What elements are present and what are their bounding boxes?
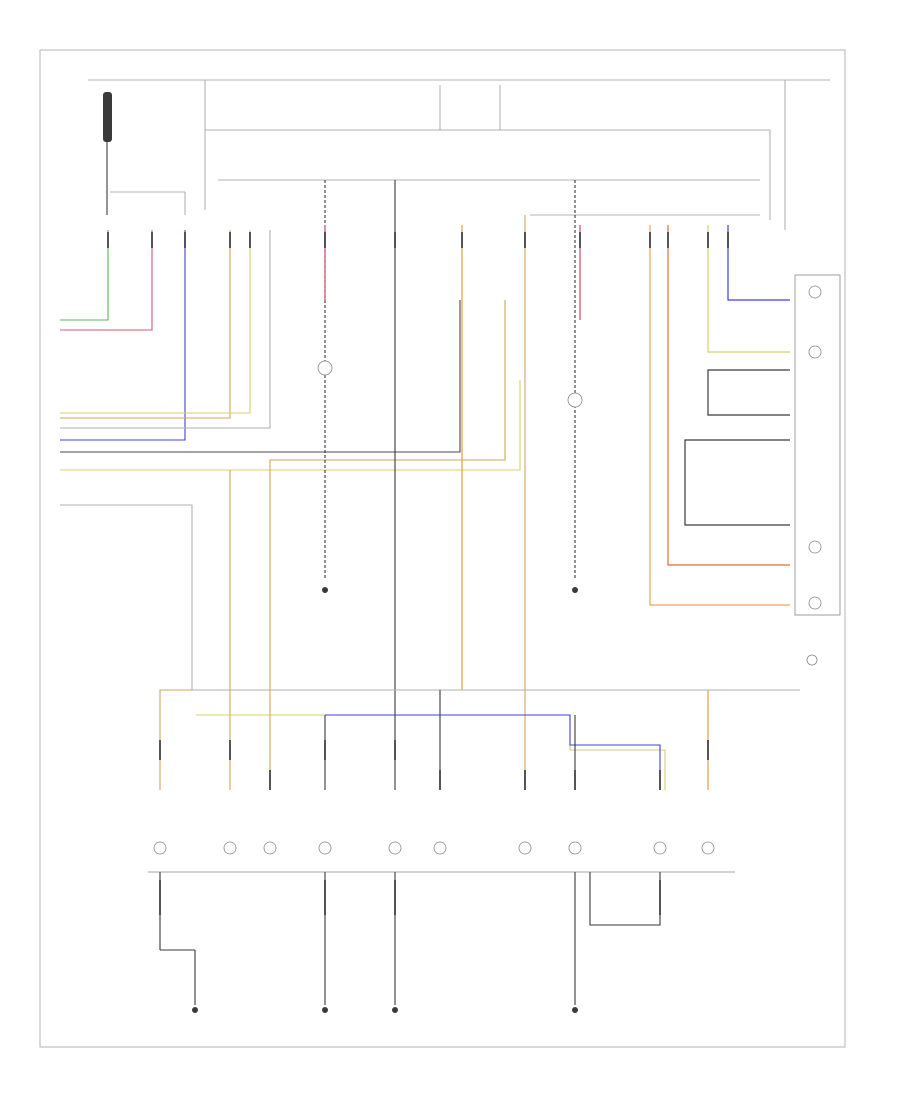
black-loop-b xyxy=(684,439,790,526)
ground-symbol-icon xyxy=(192,1007,198,1013)
top-bus xyxy=(88,79,830,230)
ground-symbol-icon xyxy=(572,587,578,593)
connector-ticks xyxy=(107,232,729,915)
yellow-wire-lower xyxy=(196,714,666,790)
ground-symbol-icon xyxy=(322,1007,328,1013)
ignition-switch xyxy=(103,92,112,215)
tan-wire-lower xyxy=(159,689,192,790)
lamp-bulb-icon xyxy=(433,841,447,855)
ground-leads xyxy=(159,872,661,1005)
ground-symbol-icon xyxy=(572,1007,578,1013)
light-orange-wire-right xyxy=(649,225,790,606)
orange-wire-right xyxy=(667,225,790,566)
pink-wire xyxy=(60,230,153,331)
lamp-bulb-icon xyxy=(701,841,715,855)
lamp-bulb-icon xyxy=(153,841,167,855)
yellow-wire-a xyxy=(60,230,251,414)
gray-wire-long xyxy=(60,504,193,690)
left-feed-wires xyxy=(60,230,521,690)
ground-symbol-icon xyxy=(322,587,328,593)
yellow-wire-right xyxy=(707,225,790,353)
blue-wire-left xyxy=(60,230,186,441)
lamp-bulb-icon xyxy=(567,392,583,408)
lamp-bulb-icon xyxy=(388,841,402,855)
yellow-wire-long xyxy=(60,380,521,471)
tan-wire-long xyxy=(269,300,506,470)
ground-symbols xyxy=(192,587,578,1013)
lamp-row xyxy=(148,360,818,873)
lamp-bulb-icon xyxy=(317,360,333,376)
right-connectors xyxy=(794,274,841,616)
lamp-bulb-icon xyxy=(568,841,582,855)
green-wire xyxy=(60,230,109,321)
gray-wire-a xyxy=(60,230,271,429)
black-wire-long xyxy=(60,300,461,453)
ground-symbol-icon xyxy=(392,1007,398,1013)
lamp-bulb-icon xyxy=(806,654,818,666)
blue-wire-right xyxy=(727,225,790,301)
lamp-bulb-icon xyxy=(518,841,532,855)
orange-wire-center xyxy=(461,225,709,790)
right-wires xyxy=(649,225,790,606)
lamp-bulb-icon xyxy=(223,841,237,855)
tan-wire-a xyxy=(60,230,231,419)
lower-bus xyxy=(159,470,800,790)
lamp-bulb-icon xyxy=(263,841,277,855)
diagram-frame xyxy=(39,49,846,1048)
lamp-bulb-icon xyxy=(318,841,332,855)
lamp-bulb-icon xyxy=(653,841,667,855)
black-loop-a xyxy=(707,369,790,416)
blue-wire-lower xyxy=(325,714,661,790)
